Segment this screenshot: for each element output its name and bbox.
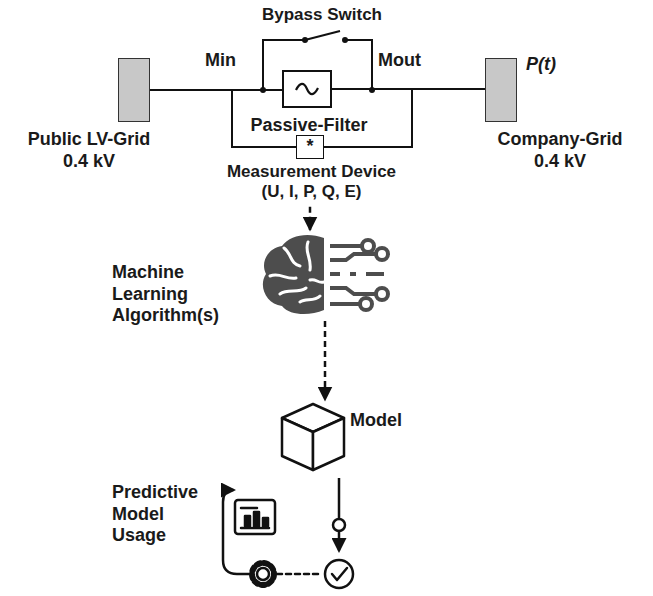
grid-node: Company-Grid 0.4 kV: [485, 58, 517, 122]
brain-icon: [250, 232, 400, 317]
node-label: Measurement Device (U, I, P, Q, E): [219, 162, 404, 203]
node-label: Machine Learning Algorithm(s): [112, 262, 237, 327]
power-wire: [332, 88, 485, 90]
bypass-wire: [343, 38, 347, 42]
usage-icon: [215, 478, 365, 590]
part-label: Min: [205, 50, 236, 72]
bypass-wire: [303, 38, 307, 42]
filter-node: Passive-Filter: [282, 70, 332, 108]
data-flow-arrow: [324, 321, 327, 400]
grid-node: Public LV-Grid 0.4 kV: [118, 58, 150, 122]
brain-icon: [263, 235, 388, 314]
cube-node: Model: [280, 402, 346, 472]
filter-symbol: [284, 72, 330, 106]
part-label: P(t): [526, 54, 556, 76]
node-label: Public LV-Grid 0.4 kV: [14, 129, 164, 172]
node-label: Predictive Model Usage: [112, 482, 212, 547]
cube-icon: [282, 404, 344, 470]
meter-node: *Measurement Device (U, I, P, Q, E): [296, 135, 324, 159]
cube-icon: [280, 402, 346, 472]
bypass-wire: [345, 40, 372, 90]
node-label: Passive-Filter: [234, 115, 384, 137]
tilde-symbol: [296, 84, 318, 94]
power-wire: [150, 89, 282, 91]
brain-node: Machine Learning Algorithm(s): [250, 232, 400, 317]
part-label: Bypass Switch: [262, 5, 382, 25]
data-flow-arrow: [309, 207, 312, 230]
node-label: Model: [350, 410, 430, 432]
usage-icon: [223, 478, 353, 588]
node-label: Company-Grid 0.4 kV: [485, 129, 635, 172]
bypass-wire: [305, 31, 340, 40]
part-label: Mout: [378, 50, 421, 72]
usage-node: Predictive Model Usage: [215, 478, 365, 590]
symbol-text: *: [297, 136, 323, 158]
